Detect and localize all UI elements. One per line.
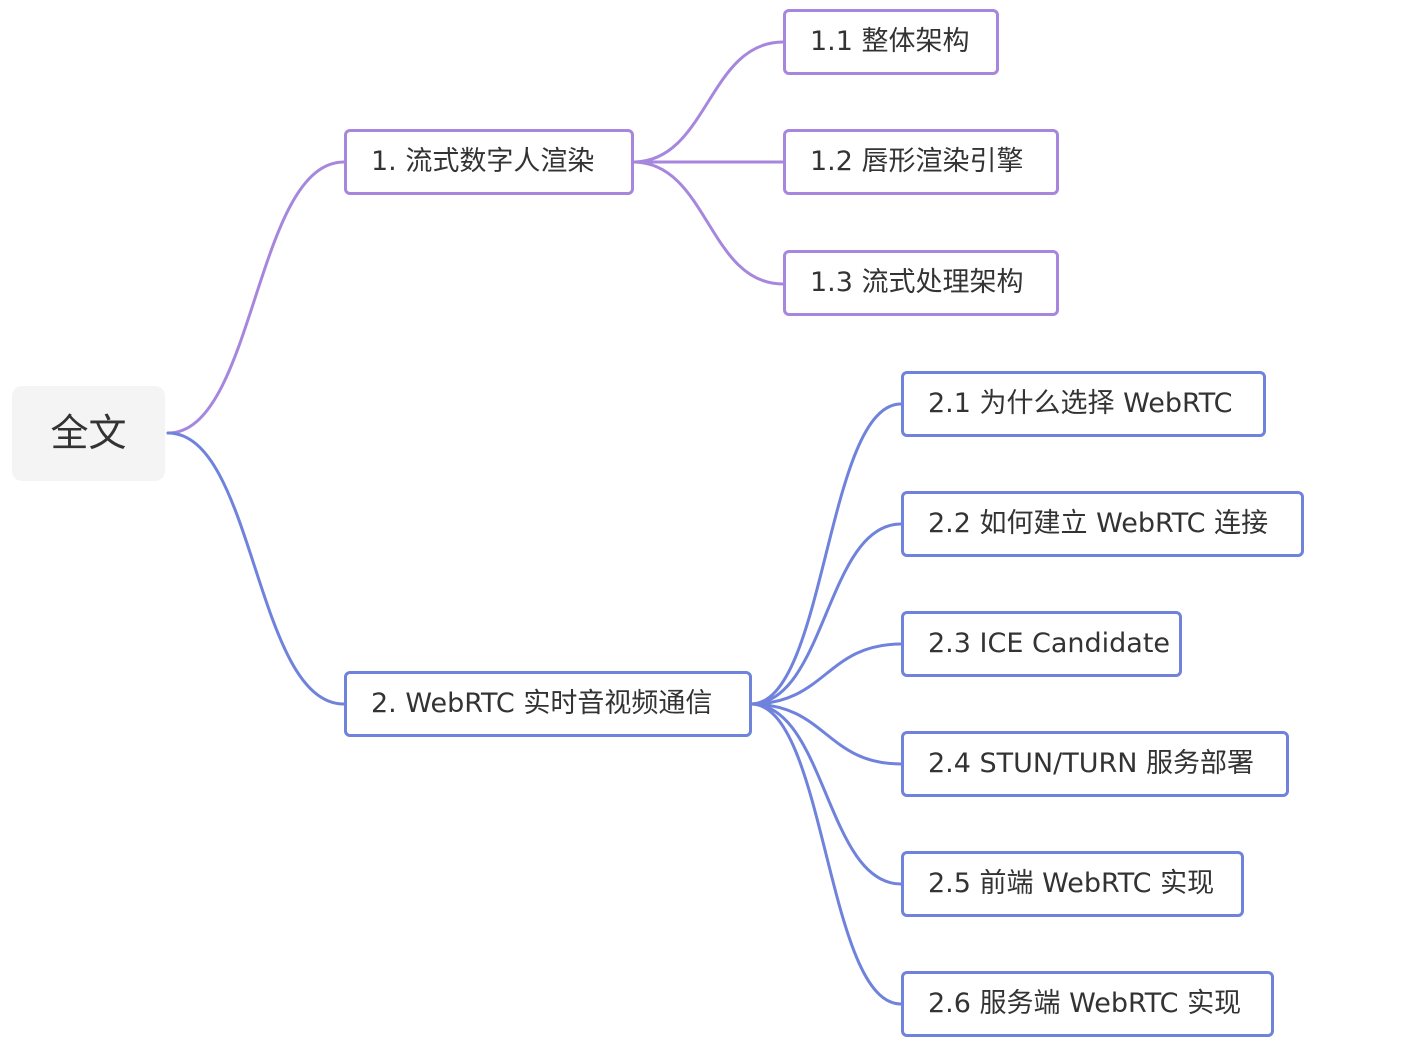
connector-branch1-child1 [631,40,785,164]
connector-branch2-child4 [749,702,903,766]
branch-node-label: 2. WebRTC 实时音视频通信 [371,688,713,719]
leaf-node-why-webrtc[interactable]: 2.1 为什么选择 WebRTC [901,371,1266,437]
root-node[interactable]: 全文 [12,386,165,481]
leaf-node-establish-connection[interactable]: 2.2 如何建立 WebRTC 连接 [901,491,1304,557]
leaf-node-label: 1.1 整体架构 [810,26,970,57]
connector-branch2-child3 [749,642,903,706]
leaf-node-label: 1.2 唇形渲染引擎 [810,146,1024,177]
root-node-label: 全文 [50,411,127,455]
leaf-node-frontend-webrtc[interactable]: 2.5 前端 WebRTC 实现 [901,851,1244,917]
leaf-node-label: 2.5 前端 WebRTC 实现 [928,868,1215,899]
leaf-node-label: 2.3 ICE Candidate [928,628,1171,659]
leaf-node-label: 2.1 为什么选择 WebRTC [928,388,1233,419]
connector-root-branch2 [166,431,346,706]
connector-branch1-child3 [631,160,785,286]
leaf-node-ice-candidate[interactable]: 2.3 ICE Candidate [901,611,1182,677]
connector-branch2-child2 [749,522,903,706]
connector-branch2-child1 [749,402,903,706]
leaf-node-label: 1.3 流式处理架构 [810,267,1024,298]
connector-branch2-child5 [749,702,903,886]
connector-branch2-child6 [749,702,903,1006]
leaf-node-label: 2.2 如何建立 WebRTC 连接 [928,508,1269,539]
leaf-node-label: 2.6 服务端 WebRTC 实现 [928,988,1242,1019]
leaf-node-server-webrtc[interactable]: 2.6 服务端 WebRTC 实现 [901,971,1274,1037]
leaf-node-label: 2.4 STUN/TURN 服务部署 [928,748,1255,779]
leaf-node-lip-render-engine[interactable]: 1.2 唇形渲染引擎 [783,129,1059,195]
leaf-node-stream-processing[interactable]: 1.3 流式处理架构 [783,250,1059,316]
branch-node-label: 1. 流式数字人渲染 [371,146,595,177]
leaf-node-architecture[interactable]: 1.1 整体架构 [783,9,999,75]
branch-node-webrtc[interactable]: 2. WebRTC 实时音视频通信 [344,671,752,737]
leaf-node-stun-turn[interactable]: 2.4 STUN/TURN 服务部署 [901,731,1289,797]
branch-node-rendering[interactable]: 1. 流式数字人渲染 [344,129,634,195]
connector-root-branch1 [166,160,346,435]
